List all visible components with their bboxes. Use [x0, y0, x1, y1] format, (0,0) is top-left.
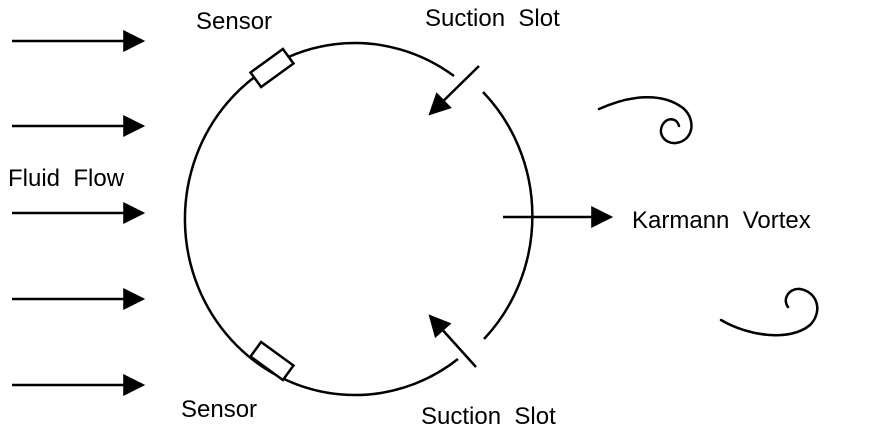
cylinder [183, 41, 534, 397]
suction-arrows [428, 65, 480, 368]
suction-arrow-top [428, 65, 480, 116]
vortex-spiral-top [597, 96, 693, 145]
cylinder-rear-arc [482, 91, 534, 340]
sensor-bottom [248, 340, 296, 382]
vortex-spirals [597, 96, 819, 337]
suction-slot-bottom-label: Suction Slot [421, 403, 556, 430]
fluid-flow-label: Fluid Flow [8, 165, 125, 192]
suction-slot-top-label: Suction Slot [425, 5, 560, 32]
karmann-vortex-label: Karmann Vortex [632, 207, 811, 234]
sensor-bottom-label: Sensor [181, 396, 258, 423]
cylinder-main-arc [183, 41, 459, 397]
fluid-flow-arrows [12, 30, 146, 396]
suction-arrow-bottom [428, 314, 477, 368]
sensor-top [248, 47, 296, 89]
vortex-spiral-bottom [719, 287, 819, 337]
sensor-top-label: Sensor [196, 8, 273, 35]
